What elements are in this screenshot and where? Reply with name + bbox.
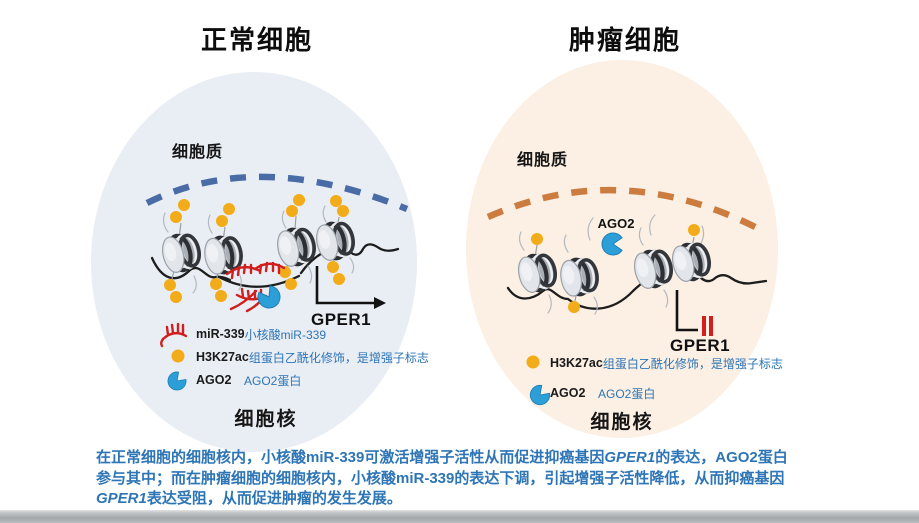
legend-desc: 组蛋白乙酰化修饰，是增强子标志 [248, 350, 429, 365]
gper1-label-tumor: GPER1 [670, 336, 731, 355]
legend-key: H3K27ac [550, 356, 603, 370]
h3k27ac-marks-tumor [531, 224, 700, 313]
figure-caption: 在正常细胞的细胞核内，小核酸miR-339可激活增强子活性从而促进抑癌基因GPE… [96, 448, 836, 510]
h3k27ac-icon [171, 349, 185, 363]
caption-line: 在正常细胞的细胞核内，小核酸miR-339可激活增强子活性从而促进抑癌基因GPE… [96, 449, 788, 466]
normal-cell-title: 正常细胞 [200, 25, 313, 55]
normal-cell-membrane [145, 173, 409, 213]
legend-desc: AGO2蛋白 [244, 373, 302, 388]
ago2-free-label: AGO2 [597, 216, 635, 231]
legend-key: AGO2 [196, 373, 232, 387]
cytoplasm-label-normal: 细胞质 [172, 144, 224, 161]
nucleus-label-tumor: 细胞核 [590, 412, 654, 433]
legend-desc: 小核酸miR-339 [244, 327, 326, 342]
legend-row-ago2: AGO2 AGO2蛋白 [516, 384, 655, 402]
nucleus-label-normal: 细胞核 [234, 409, 298, 430]
caption-line: 参与其中；而在肿瘤细胞的细胞核内，小核酸miR-339的表达下调，引起增强子活性… [96, 469, 785, 487]
h3k27ac-icon [526, 355, 540, 369]
legend-icons-normal [160, 322, 188, 391]
tumor-cell-chromatin [506, 214, 768, 336]
tumor-cell-membrane [486, 186, 765, 234]
normal-cell-chromatin [150, 194, 400, 313]
legend-key: miR-339 [196, 327, 245, 341]
cytoplasm-label-tumor: 细胞质 [517, 152, 569, 169]
normal-cell-body [91, 72, 417, 452]
gper1-label-normal: GPER1 [311, 310, 372, 329]
legend-key: AGO2 [550, 386, 586, 400]
legend-row-h3k27ac: H3K27ac 组蛋白乙酰化修饰，是增强子标志 [516, 354, 783, 372]
legend-row-mir339: miR-339 小核酸miR-339 [160, 325, 326, 343]
gper1-transcription-arrow [315, 266, 386, 309]
legend-key: H3K27ac [196, 350, 249, 364]
caption-line: GPER1表达受阻，从而促进肿瘤的发生发展。 [96, 490, 402, 507]
legend-row-ago2: AGO2 AGO2蛋白 [160, 371, 301, 389]
legend-desc: 组蛋白乙酰化修饰，是增强子标志 [602, 356, 783, 371]
gper1-inhibition-symbol [675, 290, 713, 336]
tumor-cell-title: 肿瘤细胞 [568, 25, 681, 55]
legend-icons-tumor [526, 355, 551, 406]
tumor-cell-body [466, 60, 778, 438]
horizontal-scrollbar[interactable] [0, 510, 919, 523]
h3k27ac-marks-normal [164, 194, 349, 303]
legend-desc: AGO2蛋白 [598, 386, 656, 401]
legend-row-h3k27ac: H3K27ac 组蛋白乙酰化修饰，是增强子标志 [160, 348, 429, 366]
